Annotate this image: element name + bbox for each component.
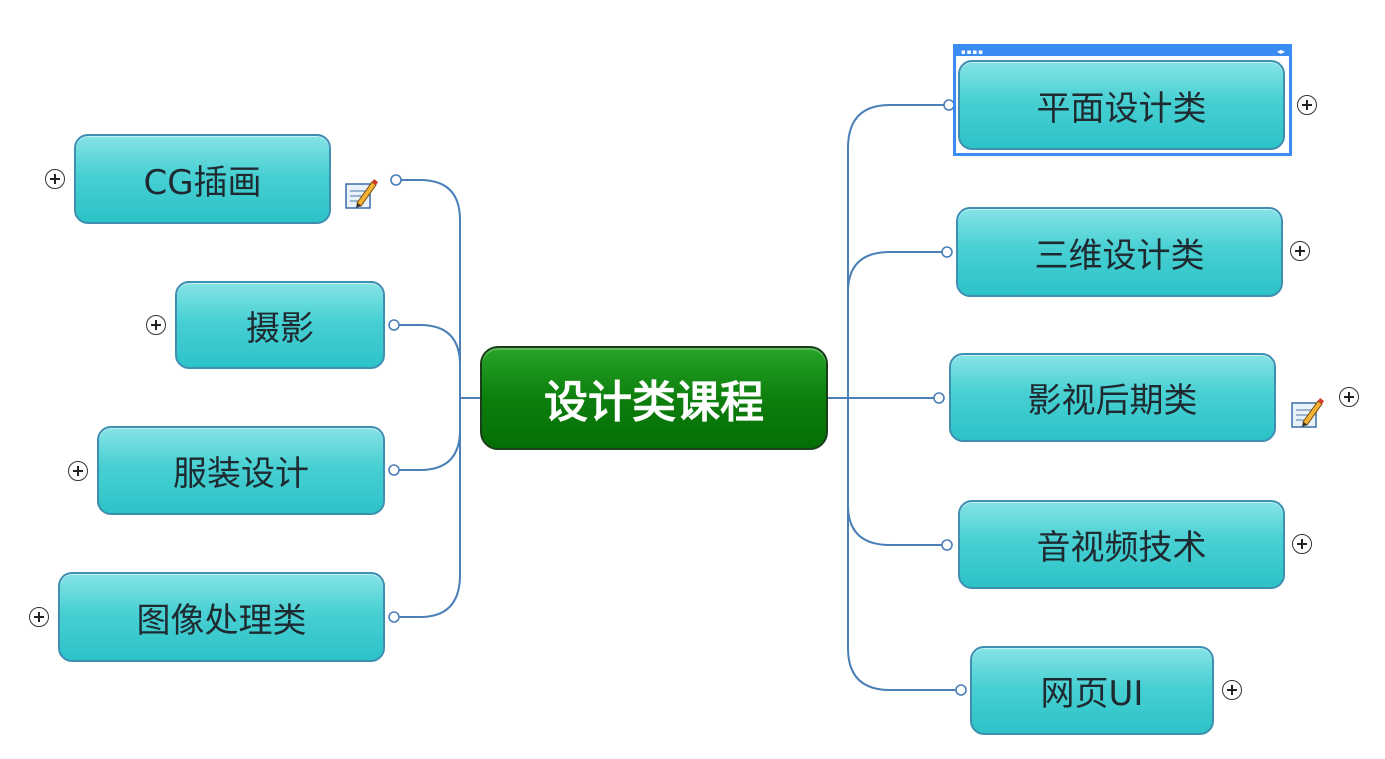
topic-graphic-design[interactable]: 平面设计类: [958, 60, 1285, 150]
expand-plus-icon[interactable]: [45, 169, 65, 189]
topic-web-ui[interactable]: 网页UI: [970, 646, 1214, 735]
topic-audio-video-tech[interactable]: 音视频技术: [958, 500, 1285, 589]
expand-plus-icon[interactable]: [68, 461, 88, 481]
link-cg: [396, 179, 461, 398]
central-topic[interactable]: 设计类课程: [480, 346, 828, 450]
connector-dot: [388, 319, 400, 331]
topic-label: 平面设计类: [1036, 88, 1207, 129]
expand-plus-icon[interactable]: [1339, 387, 1359, 407]
connector-dot: [933, 392, 945, 404]
topic-fashion-design[interactable]: 服装设计: [97, 426, 385, 515]
connector-dot: [390, 174, 402, 186]
note-pencil-icon[interactable]: [1290, 397, 1324, 429]
topic-photography[interactable]: 摄影: [175, 281, 385, 369]
expand-plus-icon[interactable]: [146, 315, 166, 335]
topic-label: 影视后期类: [1027, 381, 1198, 421]
central-topic-label: 设计类课程: [544, 377, 764, 428]
connector-dot: [388, 464, 400, 476]
expand-plus-icon[interactable]: [1290, 241, 1310, 261]
topic-label: 摄影: [246, 308, 314, 349]
expand-plus-icon[interactable]: [1222, 680, 1242, 700]
expand-plus-icon[interactable]: [29, 607, 49, 627]
connector-dot: [388, 611, 400, 623]
expand-plus-icon[interactable]: [1292, 534, 1312, 554]
topic-label: 图像处理类: [136, 600, 307, 641]
topic-label: 音视频技术: [1036, 528, 1207, 568]
link-flat: [847, 104, 948, 398]
topic-cg-illustration[interactable]: CG插画: [74, 134, 331, 224]
connector-dot: [943, 99, 955, 111]
connector-dot: [941, 539, 953, 551]
topic-image-processing[interactable]: 图像处理类: [58, 572, 385, 662]
topic-label: 服装设计: [173, 454, 309, 494]
expand-plus-icon[interactable]: [1297, 95, 1317, 115]
link-photo: [395, 324, 461, 398]
link-image: [395, 398, 461, 618]
connector-dot: [955, 684, 967, 696]
topic-label: CG插画: [143, 162, 262, 203]
topic-label: 三维设计类: [1034, 235, 1205, 276]
topic-3d-design[interactable]: 三维设计类: [956, 207, 1283, 297]
note-pencil-icon[interactable]: [344, 178, 378, 210]
connector-dot: [941, 246, 953, 258]
topic-label: 网页UI: [1040, 674, 1144, 714]
topic-video-post[interactable]: 影视后期类: [949, 353, 1276, 442]
link-av: [847, 398, 946, 546]
link-3d: [847, 251, 946, 398]
link-web: [847, 398, 959, 691]
link-fashion: [395, 398, 461, 471]
